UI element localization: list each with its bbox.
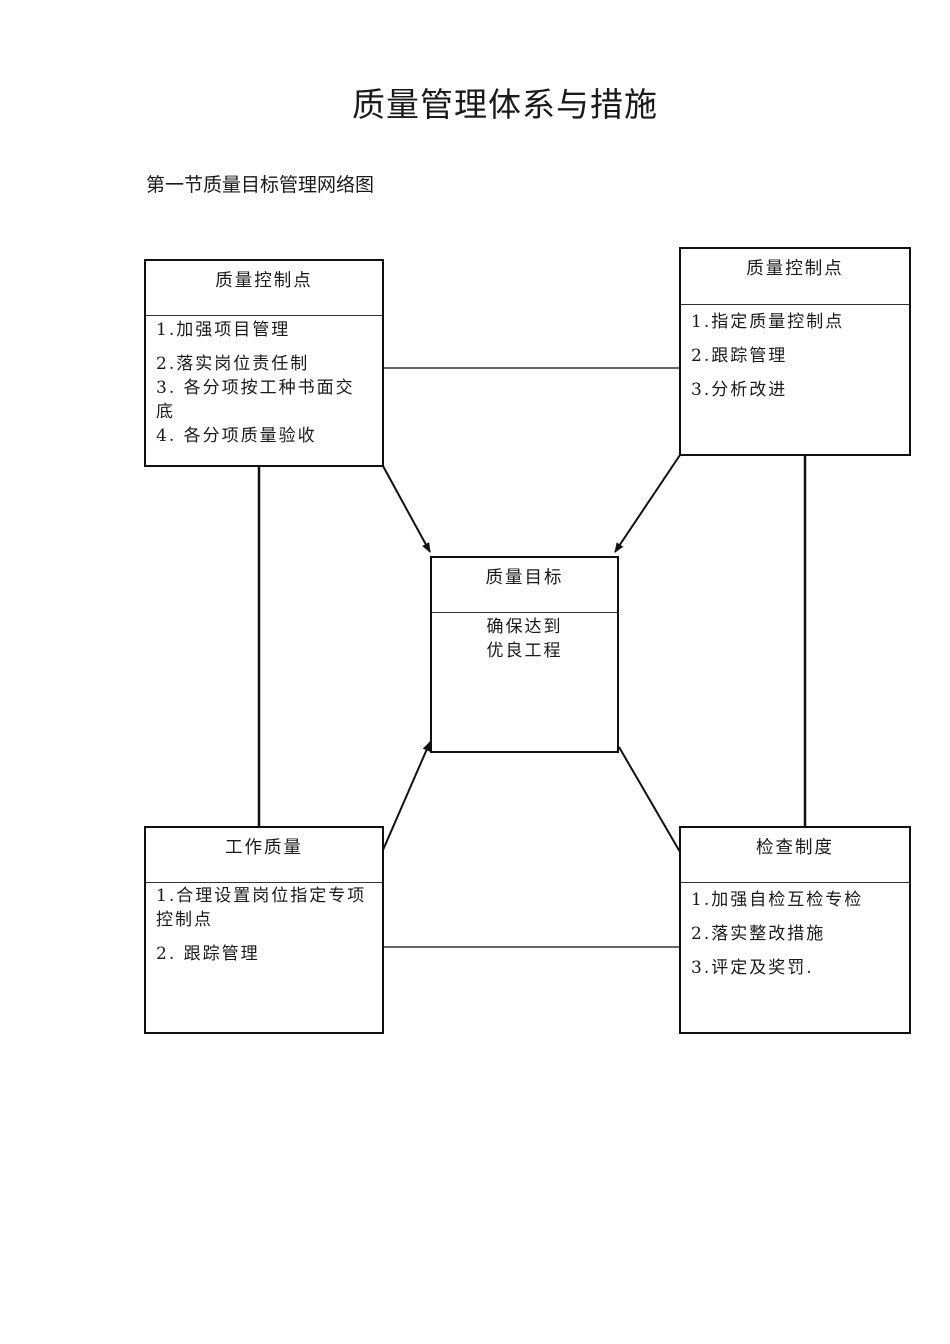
arrow-bottom-left bbox=[382, 741, 431, 851]
node-item: 确保达到 bbox=[486, 617, 563, 637]
node-item: 4. 各分项质量验收 bbox=[156, 426, 317, 446]
node-item: 控制点 bbox=[156, 910, 213, 930]
node-header: 质量控制点 bbox=[146, 261, 382, 316]
node-item: 1.指定质量控制点 bbox=[691, 312, 845, 332]
node-items: 1.加强项目管理 2.落实岗位责任制 3. 各分项按工种书面交底 4. 各分项质… bbox=[146, 316, 382, 448]
node-items: 1.加强自检互检专检 2.落实整改措施 3.评定及奖罚. bbox=[681, 883, 909, 985]
node-items: 1.指定质量控制点 2.跟踪管理 3.分析改进 bbox=[681, 305, 909, 407]
node-item: 优良工程 bbox=[486, 641, 563, 661]
node-item: 3.分析改进 bbox=[691, 380, 788, 400]
document-title: 质量管理体系与措施 bbox=[352, 85, 658, 124]
section-heading: 第一节质量目标管理网络图 bbox=[146, 174, 375, 196]
node-header: 质量控制点 bbox=[681, 249, 909, 305]
node-center-goal: 质量目标 确保达到 优良工程 bbox=[430, 556, 619, 753]
node-items: 1.合理设置岗位指定专项 控制点 2. 跟踪管理 bbox=[146, 883, 382, 966]
node-header: 检查制度 bbox=[681, 828, 909, 883]
node-header: 工作质量 bbox=[146, 828, 382, 883]
node-item: 2. 跟踪管理 bbox=[156, 944, 260, 964]
node-item: 3.评定及奖罚. bbox=[691, 958, 814, 978]
node-header: 质量目标 bbox=[432, 558, 617, 613]
node-item: 3. 各分项按工种书面交底 bbox=[156, 378, 355, 422]
node-item: 2.落实整改措施 bbox=[691, 924, 826, 944]
node-item: 2.跟踪管理 bbox=[691, 346, 788, 366]
node-item: 1.加强自检互检专检 bbox=[691, 890, 864, 910]
node-bottom-left: 工作质量 1.合理设置岗位指定专项 控制点 2. 跟踪管理 bbox=[144, 826, 384, 1034]
node-item: 1.加强项目管理 bbox=[156, 320, 291, 340]
arrow-top-left bbox=[382, 465, 431, 553]
node-item: 2.落实岗位责任制 bbox=[156, 354, 310, 374]
arrow-top-right bbox=[614, 454, 681, 553]
node-bottom-right: 检查制度 1.加强自检互检专检 2.落实整改措施 3.评定及奖罚. bbox=[679, 826, 911, 1034]
node-items: 确保达到 优良工程 bbox=[432, 613, 617, 663]
node-top-left: 质量控制点 1.加强项目管理 2.落实岗位责任制 3. 各分项按工种书面交底 4… bbox=[144, 259, 384, 467]
node-item: 1.合理设置岗位指定专项 bbox=[156, 886, 367, 906]
node-top-right: 质量控制点 1.指定质量控制点 2.跟踪管理 3.分析改进 bbox=[679, 247, 911, 456]
arrow-bottom-right bbox=[618, 746, 681, 853]
